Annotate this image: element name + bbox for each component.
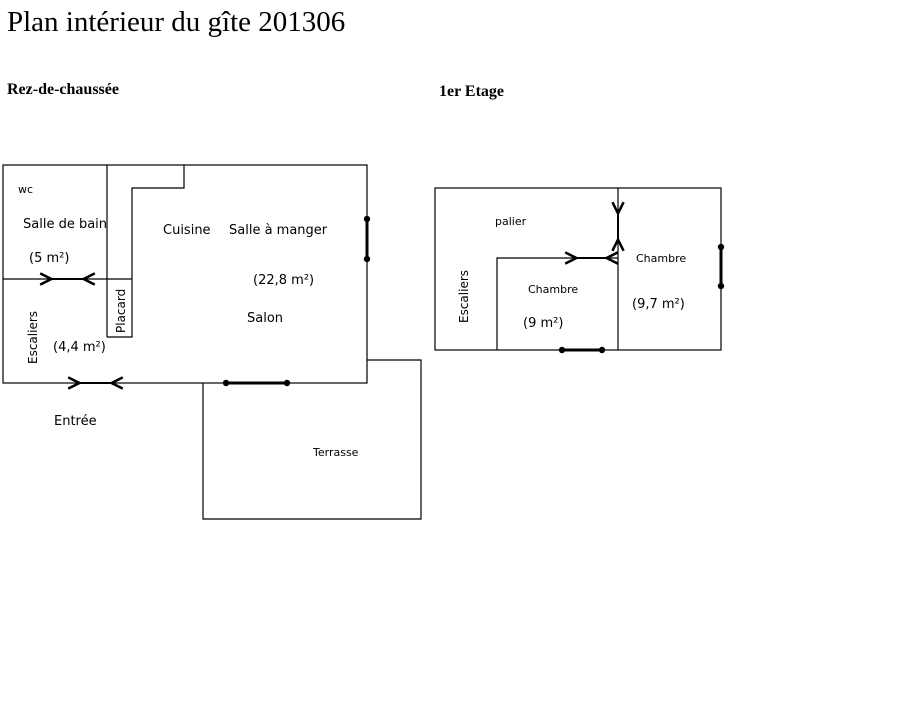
- window-bedroom-1: [558, 346, 606, 354]
- label-wc: wc: [18, 183, 33, 196]
- wall-bedroom-1: [496, 257, 618, 350]
- door-dining-room: [363, 215, 371, 263]
- label-escaliers-ground: Escaliers: [26, 311, 40, 364]
- terrace-outline: [202, 359, 422, 520]
- label-palier: palier: [495, 215, 527, 228]
- label-chambre-2-area: (9,7 m²): [632, 297, 685, 312]
- window-bedroom-2: [717, 243, 725, 290]
- label-escaliers-area: (4,4 m²): [53, 340, 106, 355]
- label-chambre-1: Chambre: [528, 283, 578, 296]
- label-cuisine: Cuisine: [163, 223, 211, 238]
- label-salle-de-bain-area: (5 m²): [29, 251, 69, 266]
- label-salon-area: (22,8 m²): [253, 273, 314, 288]
- label-escaliers-upper: Escaliers: [457, 270, 471, 323]
- label-chambre-1-area: (9 m²): [523, 316, 563, 331]
- label-salle-de-bain: Salle de bain: [23, 217, 107, 232]
- label-placard: Placard: [114, 289, 128, 333]
- ground-floor-title: Rez-de-chaussée: [7, 81, 119, 98]
- label-terrasse: Terrasse: [312, 446, 359, 459]
- page-title: Plan intérieur du gîte 201306: [7, 6, 346, 38]
- door-terrace: [222, 379, 291, 387]
- upper-floor-plan: palier Escaliers Chambre (9 m²) Chambre …: [434, 187, 725, 354]
- ground-outer-wall: [2, 164, 368, 384]
- upper-floor-title: 1er Etage: [439, 83, 505, 100]
- placard-wall: [107, 165, 185, 338]
- label-entree: Entrée: [54, 414, 97, 429]
- label-salon: Salon: [247, 311, 283, 326]
- upper-outer-wall: [434, 187, 722, 351]
- label-chambre-2: Chambre: [636, 252, 686, 265]
- label-salle-a-manger: Salle à manger: [229, 223, 328, 238]
- ground-floor-plan: wc Salle de bain (5 m²) Cuisine Salle à …: [2, 164, 422, 520]
